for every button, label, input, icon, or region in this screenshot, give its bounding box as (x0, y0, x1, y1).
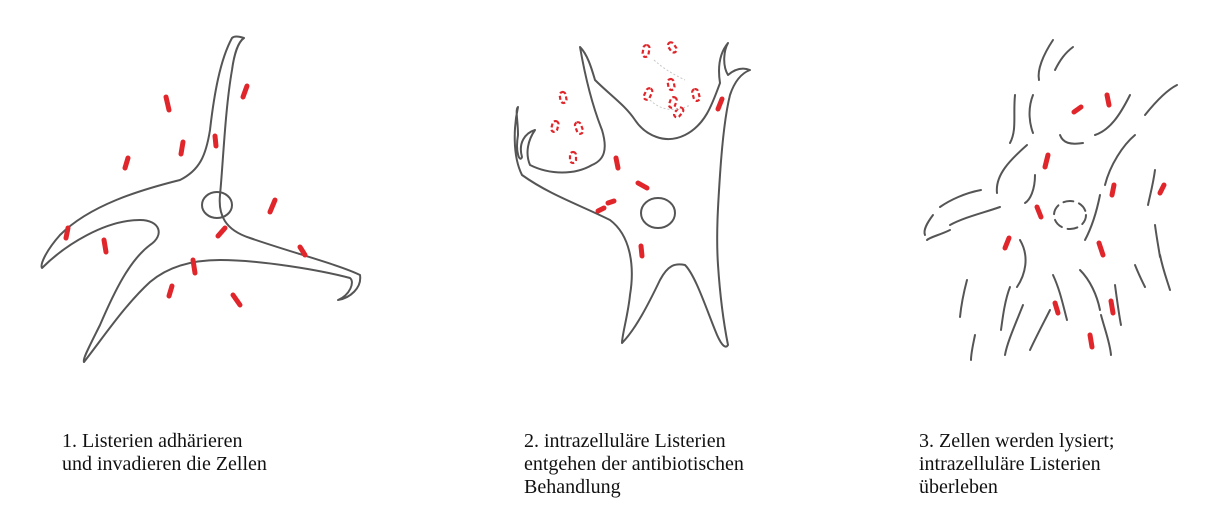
membrane-fragment (927, 230, 950, 240)
panel-2-caption: 2. intrazelluläre Listerien entgehen der… (524, 430, 744, 499)
listeria-bacterium (125, 158, 128, 168)
killed-listeria (570, 152, 576, 163)
nucleus-remnant (1054, 201, 1086, 229)
lysed-cell-illustration (905, 25, 1195, 370)
membrane-fragment (1105, 135, 1135, 185)
surviving-listeria (1037, 207, 1041, 217)
listeria-bacterium (104, 240, 106, 252)
killed-listeria (642, 45, 650, 58)
cell-membrane (42, 37, 361, 363)
killed-listeria (667, 79, 675, 91)
listeria-bacterium (215, 136, 216, 146)
membrane-fragment (1101, 315, 1111, 355)
membrane-fragment (1017, 240, 1026, 287)
membrane-fragment (1155, 225, 1160, 257)
membrane-fragment (971, 335, 975, 360)
listeria-bacterium (270, 200, 275, 212)
surviving-listeria (1055, 303, 1058, 313)
surviving-listeria (1099, 243, 1103, 255)
membrane-fragment (1095, 95, 1130, 135)
killed-listeria (692, 88, 701, 101)
killed-listeria (559, 92, 567, 104)
membrane-fragment (1030, 310, 1050, 350)
killed-listeria (667, 41, 678, 53)
membrane-fragment (997, 145, 1027, 193)
killed-listeria (551, 120, 560, 132)
cell-nucleus (202, 192, 232, 218)
killed-listeria (643, 87, 654, 100)
membrane-fragment (960, 280, 967, 317)
surviving-listeria (1005, 238, 1009, 248)
membrane-fragment (1148, 170, 1155, 205)
caption-line: 1. Listerien adhärieren (62, 430, 267, 453)
surviving-listeria (1111, 301, 1113, 313)
caption-line: 3. Zellen werden lysiert; (919, 430, 1115, 453)
surviving-listeria (1160, 185, 1164, 193)
membrane-fragment (1080, 270, 1100, 310)
panel-3-caption: 3. Zellen werden lysiert; intrazelluläre… (919, 430, 1115, 499)
membrane-fragment (924, 215, 933, 235)
listeria-bacterium (166, 97, 169, 110)
panel-1-caption: 1. Listerien adhärieren und invadieren d… (62, 430, 267, 476)
membrane-fragment (940, 190, 981, 207)
membrane-fragment (950, 207, 1000, 225)
intracellular-listeria (608, 201, 614, 203)
membrane-fragment (1010, 95, 1015, 143)
membrane-fragment (1039, 40, 1053, 80)
debris-trace (654, 60, 685, 80)
caption-line: und invadieren die Zellen (62, 453, 267, 476)
membrane-fragment (1135, 265, 1145, 287)
intracellular-listeria (598, 208, 604, 211)
membrane-fragment (1145, 85, 1177, 115)
caption-line: intrazelluläre Listerien (919, 453, 1115, 476)
intracellular-listeria (641, 246, 642, 256)
listeria-bacterium (218, 228, 225, 236)
caption-line: 2. intrazelluläre Listerien (524, 430, 744, 453)
intracellular-listeria (616, 158, 618, 168)
membrane-fragment (1060, 135, 1083, 144)
membrane-fragment (1025, 175, 1035, 203)
membrane-fragment (1115, 285, 1121, 325)
killed-listeria (668, 96, 677, 108)
caption-line: überleben (919, 476, 1115, 499)
surviving-listeria (1107, 95, 1109, 105)
listeria-bacterium (169, 286, 172, 296)
caption-line: Behandlung (524, 476, 744, 499)
membrane-fragment (1005, 305, 1023, 355)
antibiotic-treated-cell-illustration (480, 25, 810, 360)
killed-listeria (673, 106, 685, 118)
listeria-bacterium (181, 142, 183, 154)
surviving-listeria (1074, 107, 1081, 112)
membrane-fragment (1001, 287, 1010, 330)
surviving-listeria (1112, 185, 1114, 195)
cell-membrane (515, 43, 750, 347)
listeria-bacterium (233, 295, 240, 305)
membrane-fragment (1055, 47, 1073, 70)
intracellular-listeria (638, 183, 647, 188)
intracellular-listeria (718, 99, 722, 109)
listeria-bacterium (243, 86, 247, 97)
membrane-fragment (1030, 95, 1033, 133)
caption-line: entgehen der antibiotischen (524, 453, 744, 476)
intact-cell-illustration (20, 20, 370, 380)
surviving-listeria (1090, 335, 1092, 347)
membrane-fragment (1160, 255, 1170, 290)
membrane-fragment (1085, 195, 1100, 240)
killed-listeria (574, 121, 584, 134)
cell-nucleus (641, 198, 675, 228)
surviving-listeria (1045, 155, 1048, 167)
listeria-bacterium (193, 260, 195, 273)
listeria-bacterium (66, 228, 68, 238)
